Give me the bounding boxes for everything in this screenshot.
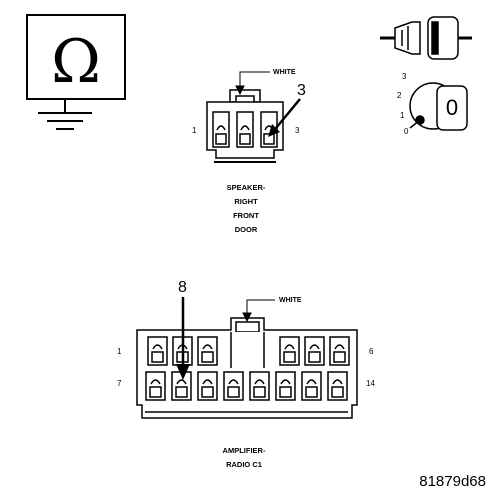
amplifier-cavity-10 — [223, 371, 244, 401]
key-fob-icon — [380, 16, 472, 60]
amplifier-pin-14-label: 14 — [366, 379, 375, 388]
speaker-cavity-1 — [212, 111, 230, 148]
amplifier-lock-tab — [235, 321, 260, 333]
ohm-glyph: Ω — [51, 27, 101, 97]
amplifier-cavity-12 — [275, 371, 296, 401]
amplifier-wire-color: WHITE — [279, 297, 302, 304]
speaker-callout-number: 3 — [297, 82, 306, 99]
amplifier-callout-number: 8 — [178, 279, 187, 296]
amplifier-cavity-3 — [197, 336, 218, 366]
amplifier-cavity-8 — [171, 371, 192, 401]
amplifier-pin-7-label: 7 — [117, 379, 122, 388]
amplifier-cavity-4 — [279, 336, 300, 366]
speaker-callout-arrow — [268, 98, 301, 137]
amplifier-bottom-row — [145, 371, 348, 401]
speaker-pin-1-label: 1 — [192, 126, 197, 135]
amplifier-callout-arrow — [176, 297, 190, 380]
ohmmeter-box — [26, 14, 126, 100]
amplifier-pin-1-label: 1 — [117, 347, 122, 356]
amplifier-caption-line-2: RADIO C1 — [226, 460, 262, 469]
speaker-cavity-2 — [236, 111, 254, 148]
amplifier-cavity-11 — [249, 371, 270, 401]
speaker-caption-line-2: RIGHT — [234, 197, 258, 206]
amplifier-cavity-6 — [329, 336, 350, 366]
ohmmeter-symbol — [26, 14, 126, 130]
speaker-caption-line-1: SPEAKER- — [227, 183, 266, 192]
amplifier-connector — [136, 317, 358, 419]
amplifier-cavity-1 — [147, 336, 168, 366]
ignition-position-0: 0 — [404, 127, 409, 136]
amplifier-cavity-9 — [197, 371, 218, 401]
amplifier-cavity-5 — [304, 336, 325, 366]
figure-code: 81879d68 — [419, 473, 486, 490]
amplifier-pin-6-label: 6 — [369, 347, 374, 356]
speaker-caption-line-4: DOOR — [235, 225, 258, 234]
amplifier-cavity-14 — [327, 371, 348, 401]
amplifier-cavity-13 — [301, 371, 322, 401]
ignition-position-3: 3 — [402, 72, 407, 81]
ignition-position-1: 1 — [400, 111, 405, 120]
ignition-key-label: 0 — [446, 95, 458, 120]
amplifier-wire-leader — [242, 299, 275, 323]
amplifier-caption-line-1: AMPLIFIER- — [223, 446, 266, 455]
ignition-position-2: 2 — [397, 91, 402, 100]
speaker-wire-color: WHITE — [273, 69, 296, 76]
amplifier-cavity-7 — [145, 371, 166, 401]
ignition-lock-icon — [409, 82, 468, 131]
speaker-wire-leader — [235, 71, 270, 96]
speaker-pin-3-label: 3 — [295, 126, 300, 135]
speaker-caption-line-3: FRONT — [233, 211, 259, 220]
